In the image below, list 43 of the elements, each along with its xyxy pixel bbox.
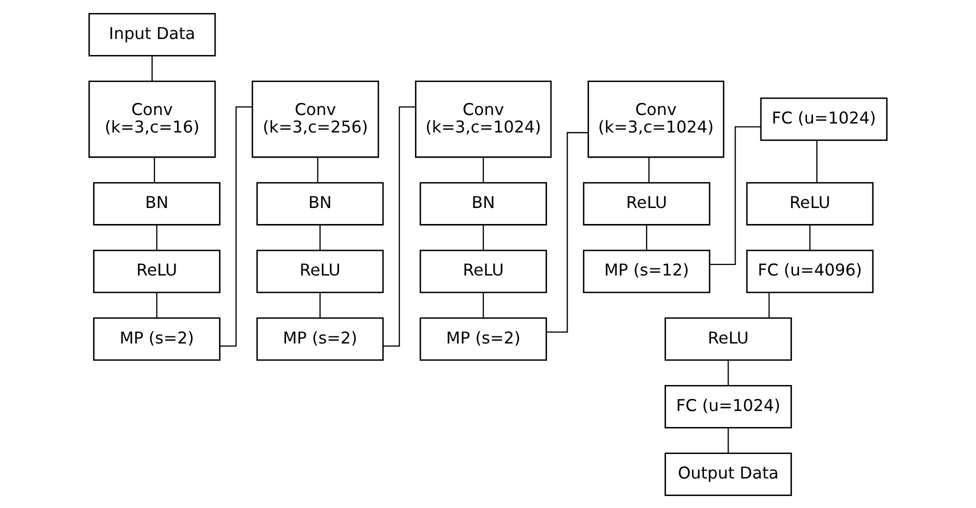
node-box: MP (s=2) bbox=[420, 316, 548, 360]
connector bbox=[156, 224, 158, 250]
connector bbox=[317, 157, 318, 182]
connector bbox=[710, 126, 761, 264]
node-box: FC (u=1024) bbox=[664, 384, 792, 428]
node-box: ReLU bbox=[420, 249, 548, 293]
connector bbox=[152, 56, 153, 81]
connector bbox=[648, 157, 650, 182]
connector bbox=[728, 427, 729, 453]
node-box: FC (u=4096) bbox=[746, 249, 874, 293]
connector bbox=[646, 224, 648, 250]
connector bbox=[809, 224, 810, 250]
node-box: Conv (k=3,c=256) bbox=[252, 80, 380, 158]
node-box: ReLU bbox=[746, 182, 874, 225]
connector bbox=[728, 360, 729, 385]
node-box: BN bbox=[93, 182, 220, 225]
connector bbox=[546, 132, 588, 332]
node-box: ReLU bbox=[582, 182, 710, 225]
node-box: MP (s=2) bbox=[256, 316, 384, 360]
node-box: FC (u=1024) bbox=[760, 97, 888, 140]
connector bbox=[319, 224, 321, 250]
node-box: BN bbox=[256, 182, 384, 225]
connector bbox=[319, 292, 321, 318]
connector bbox=[816, 140, 818, 182]
node-box: Output Data bbox=[664, 452, 792, 496]
node-box: Conv (k=3,c=16) bbox=[88, 80, 216, 158]
node-box: MP (s=12) bbox=[582, 249, 710, 293]
connector bbox=[383, 106, 416, 346]
connector bbox=[482, 157, 484, 182]
node-box: Input Data bbox=[88, 12, 216, 56]
connector bbox=[482, 292, 484, 318]
connector bbox=[156, 292, 158, 318]
node-box: BN bbox=[420, 182, 548, 225]
node-box: Conv (k=3,c=1024) bbox=[415, 80, 552, 158]
node-box: MP (s=2) bbox=[93, 316, 220, 360]
node-box: ReLU bbox=[93, 249, 220, 293]
node-box: Conv (k=3,c=1024) bbox=[588, 80, 724, 158]
connector bbox=[154, 157, 156, 182]
node-box: ReLU bbox=[664, 316, 792, 360]
connector bbox=[220, 106, 252, 346]
node-box: ReLU bbox=[256, 249, 384, 293]
connector bbox=[768, 292, 770, 318]
connector bbox=[482, 224, 484, 250]
